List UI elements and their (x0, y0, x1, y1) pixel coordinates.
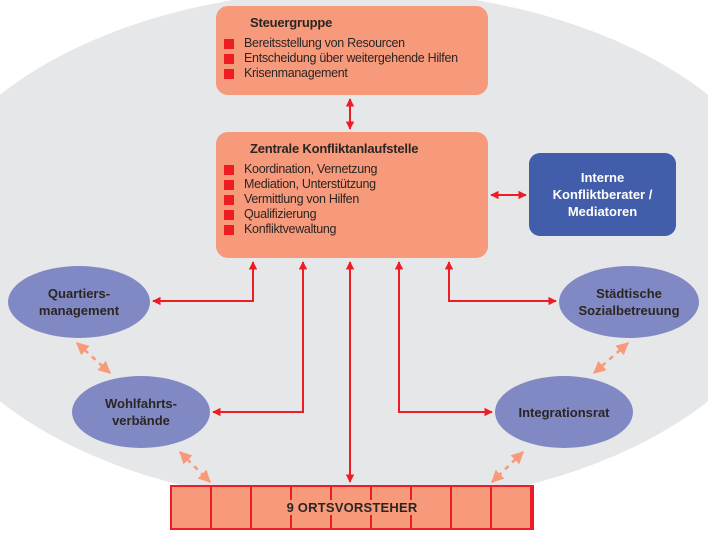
ortsvorsteher-cell (412, 487, 452, 528)
dashed-arrow-staedtische-integration (593, 342, 629, 374)
square-bullet-icon (224, 68, 234, 79)
steuergruppe-box: Steuergruppe Bereitsstellung von Resourc… (216, 6, 488, 95)
list-item: Konfliktvewaltung (224, 222, 478, 237)
ortsvorsteher-bar: 9 ORTSVORSTEHER (170, 485, 534, 530)
list-item: Krisenmanagement (224, 66, 478, 81)
list-item: Qualifizierung (224, 207, 478, 222)
ortsvorsteher-cell (172, 487, 212, 528)
arrow-zentrale-quartiers (152, 261, 258, 306)
zentrale-title: Zentrale Konfliktanlaufstelle (250, 141, 419, 156)
arrow-zentrale-integration (394, 261, 493, 417)
ortsvorsteher-cell (492, 487, 532, 528)
node-label-line-1: Integrationsrat (518, 404, 610, 420)
node-label-line-2: management (38, 303, 120, 318)
node-label-line-1: Quartiers- (47, 286, 111, 301)
node-label-line-1: Wohlfahrts- (105, 396, 177, 411)
zentrale-list: Koordination, Vernetzung Mediation, Unte… (224, 162, 478, 237)
steuergruppe-title: Steuergruppe (250, 15, 333, 30)
dashed-arrow-integration-ortsvorsteher (491, 451, 524, 483)
square-bullet-icon (224, 209, 234, 220)
staedtische-sozialbetreuung-node: Städtische Sozialbetreuung (559, 266, 699, 338)
interne-konfliktberater-box: Interne Konfliktberater / Mediatoren (529, 153, 676, 236)
square-bullet-icon (224, 179, 234, 190)
interne-line-3: Mediatoren (567, 204, 638, 219)
square-bullet-icon (224, 224, 234, 235)
dashed-arrow-quartiers-wohlfahrt (76, 342, 111, 374)
arrow-zentrale-staedtische (444, 261, 557, 306)
list-item: Koordination, Vernetzung (224, 162, 478, 177)
ortsvorsteher-cell (212, 487, 252, 528)
node-label-line-2: verbände (112, 413, 170, 428)
square-bullet-icon (224, 53, 234, 64)
wohlfahrtsverbaende-node: Wohlfahrts- verbände (72, 376, 210, 448)
square-bullet-icon (224, 164, 234, 175)
square-bullet-icon (224, 38, 234, 49)
node-label-line-1: Städtische (596, 286, 662, 301)
interne-line-2: Konfliktberater / (552, 187, 653, 202)
dashed-arrow-wohlfahrt-ortsvorsteher (179, 451, 211, 483)
list-item: Vermittlung von Hilfen (224, 192, 478, 207)
ortsvorsteher-label-wrap: 9 ORTSVORSTEHER (172, 487, 532, 528)
list-item: Entscheidung über weitergehende Hilfen (224, 51, 478, 66)
integrationsrat-node: Integrationsrat (495, 376, 633, 448)
interne-line-1: Interne (580, 170, 625, 185)
quartiersmanagement-node: Quartiers- management (8, 266, 150, 338)
list-item: Mediation, Unterstützung (224, 177, 478, 192)
ortsvorsteher-cell (452, 487, 492, 528)
ortsvorsteher-label: 9 ORTSVORSTEHER (285, 500, 419, 515)
zentrale-konfliktanlaufstelle-box: Zentrale Konfliktanlaufstelle Koordinati… (216, 132, 488, 258)
square-bullet-icon (224, 194, 234, 205)
node-label-line-2: Sozialbetreuung (578, 303, 680, 318)
arrow-zentrale-wohlfahrt (212, 261, 308, 417)
list-item: Bereitsstellung von Resourcen (224, 36, 478, 51)
steuergruppe-list: Bereitsstellung von Resourcen Entscheidu… (224, 36, 478, 81)
